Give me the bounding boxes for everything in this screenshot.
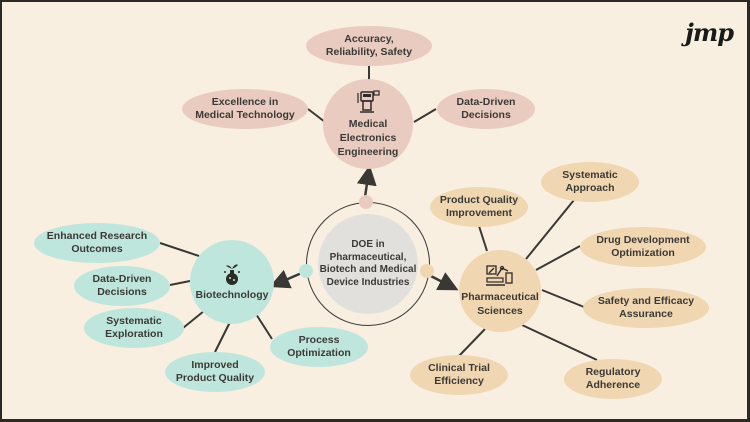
node-systematic-exploration: Systematic Exploration (84, 308, 184, 348)
link-pharma-safety (541, 289, 585, 308)
node-label: Drug Development Optimization (596, 234, 690, 259)
node-label: Data-Driven Decisions (456, 96, 516, 121)
node-biotech-data-driven: Data-Driven Decisions (74, 266, 170, 306)
jmp-logo: jmp (685, 18, 734, 47)
node-label: Excellence in Medical Technology (195, 96, 295, 121)
node-label: Systematic Exploration (105, 315, 163, 340)
connector-dot-pharma (420, 264, 434, 278)
link-biotech-datadriven (169, 280, 191, 286)
arrow-center-to-medical (356, 165, 377, 198)
node-medical-data-driven: Data-Driven Decisions (437, 89, 535, 129)
link-pharma-productquality (478, 225, 488, 252)
node-process-optimization: Process Optimization (270, 327, 368, 367)
node-label: Accuracy, Reliability, Safety (325, 33, 413, 58)
pharma-lab-icon (486, 265, 513, 286)
node-systematic-approach: Systematic Approach (541, 162, 639, 202)
node-label: Systematic Approach (562, 169, 618, 194)
link-biotech-enhanced (159, 242, 200, 257)
link-biotech-systematic (182, 310, 205, 329)
node-product-quality-improvement: Product Quality Improvement (430, 187, 528, 227)
hub-label: Medical Electronics Engineering (337, 118, 399, 158)
link-medical-datadriven (413, 108, 437, 123)
link-biotech-process (255, 313, 273, 340)
hub-medical-electronics: Medical Electronics Engineering (323, 79, 413, 169)
medical-device-icon (357, 90, 380, 113)
node-drug-development: Drug Development Optimization (580, 227, 706, 267)
connector-dot-biotech (299, 264, 313, 278)
center-topic: DOE in Pharmaceutical, Biotech and Medic… (318, 214, 418, 314)
node-label: Regulatory Adherence (585, 366, 641, 391)
hub-pharmaceutical-sciences: Pharmaceutical Sciences (459, 250, 541, 332)
node-label: Clinical Trial Efficiency (428, 362, 490, 387)
hub-label: Pharmaceutical Sciences (461, 291, 539, 317)
node-improved-product-quality: Improved Product Quality (165, 352, 265, 392)
node-accuracy: Accuracy, Reliability, Safety (306, 26, 432, 66)
node-regulatory-adherence: Regulatory Adherence (564, 359, 662, 399)
link-pharma-clinical (458, 328, 486, 357)
node-label: Improved Product Quality (175, 359, 255, 384)
node-label: Process Optimization (287, 334, 351, 359)
link-pharma-systematic (525, 199, 575, 260)
node-clinical-trial: Clinical Trial Efficiency (410, 355, 508, 395)
link-pharma-drug (535, 245, 581, 271)
link-pharma-regulatory (521, 324, 598, 361)
connector-dot-medical (359, 195, 373, 209)
hub-biotechnology: Biotechnology (190, 240, 274, 324)
flask-plant-icon (224, 264, 240, 285)
node-label: Data-Driven Decisions (92, 273, 152, 298)
node-safety-efficacy: Safety and Efficacy Assurance (583, 288, 709, 328)
link-biotech-improved (214, 319, 232, 353)
node-excellence: Excellence in Medical Technology (182, 89, 308, 129)
hub-label: Biotechnology (195, 289, 269, 301)
node-label: Safety and Efficacy Assurance (597, 295, 695, 320)
node-label: Enhanced Research Outcomes (46, 230, 148, 255)
link-medical-excellence (307, 108, 326, 123)
node-label: Product Quality Improvement (439, 194, 519, 219)
node-enhanced-research: Enhanced Research Outcomes (34, 223, 160, 263)
